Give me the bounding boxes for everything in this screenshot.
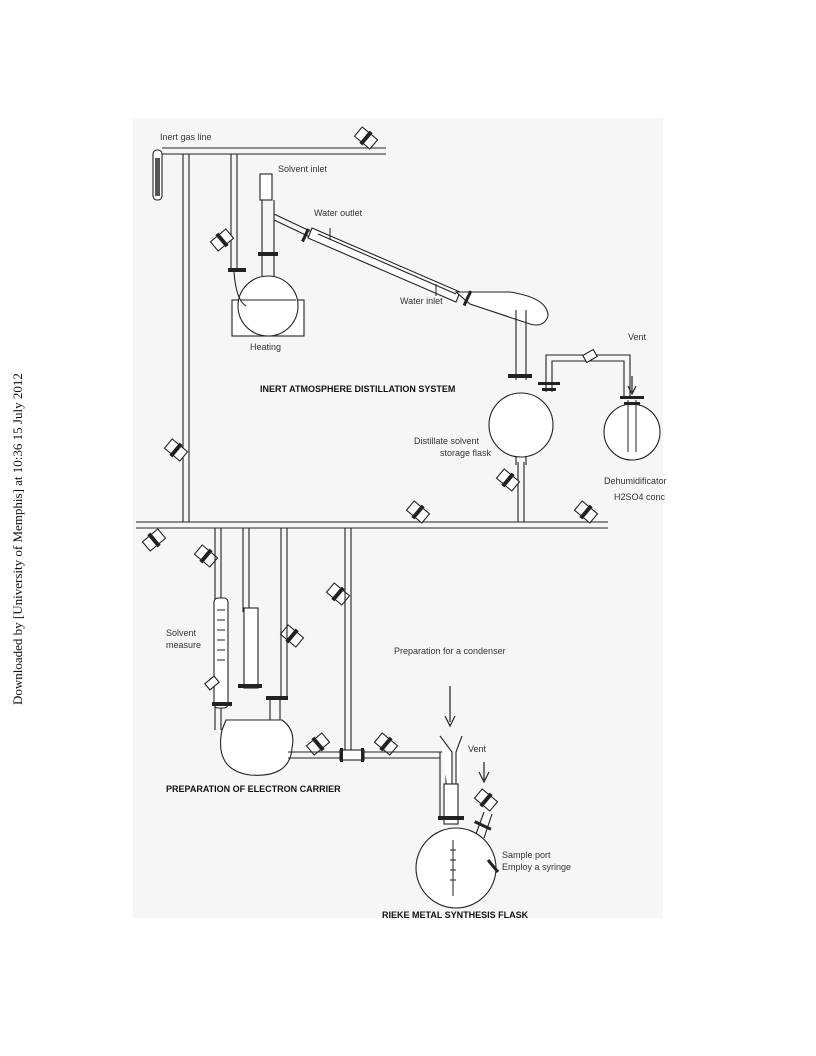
gas-manifold (136, 147, 608, 529)
heading-distillation: INERT ATMOSPHERE DISTILLATION SYSTEM (260, 384, 455, 394)
label-solvent-measure-line1: Solvent (166, 628, 197, 638)
label-water-inlet: Water inlet (400, 296, 443, 306)
still-flask-assembly (228, 173, 313, 337)
stopcock-valves (141, 126, 599, 812)
solvent-measure-tube (213, 597, 229, 709)
label-water-outlet: Water outlet (314, 208, 363, 218)
label-h2so4: H2SO4 conc (614, 492, 666, 502)
label-prep-condenser: Preparation for a condenser (394, 646, 506, 656)
label-sample-port-line2: Employ a syringe (502, 862, 571, 872)
electron-carrier-flask (220, 719, 294, 776)
rieke-flask-assembly (415, 686, 500, 909)
diagram-panel (133, 118, 663, 918)
label-solvent-inlet: Solvent inlet (278, 164, 328, 174)
label-distillate-line1: Distillate solvent (414, 436, 480, 446)
heading-electron-carrier: PREPARATION OF ELECTRON CARRIER (166, 784, 341, 794)
solvent-inlet-port (259, 173, 273, 201)
label-solvent-measure-line2: measure (166, 640, 201, 650)
condenser (301, 227, 549, 380)
heading-rieke: RIEKE METAL SYNTHESIS FLASK (382, 910, 529, 920)
dehumidificator-flask (603, 376, 661, 461)
label-dehumidificator: Dehumidificator (604, 476, 667, 486)
storage-flask-assembly (488, 348, 631, 465)
storage-flask (488, 392, 554, 458)
label-sample-port-line1: Sample port (502, 850, 551, 860)
label-heating: Heating (250, 342, 281, 352)
rieke-flask (415, 827, 497, 909)
label-distillate-line2: storage flask (440, 448, 492, 458)
label-vent-bottom: Vent (468, 744, 487, 754)
still-flask (237, 275, 299, 337)
electron-carrier-assembly (204, 528, 446, 776)
label-inert-gas-line: Inert gas line (160, 132, 212, 142)
label-vent-top: Vent (628, 332, 647, 342)
